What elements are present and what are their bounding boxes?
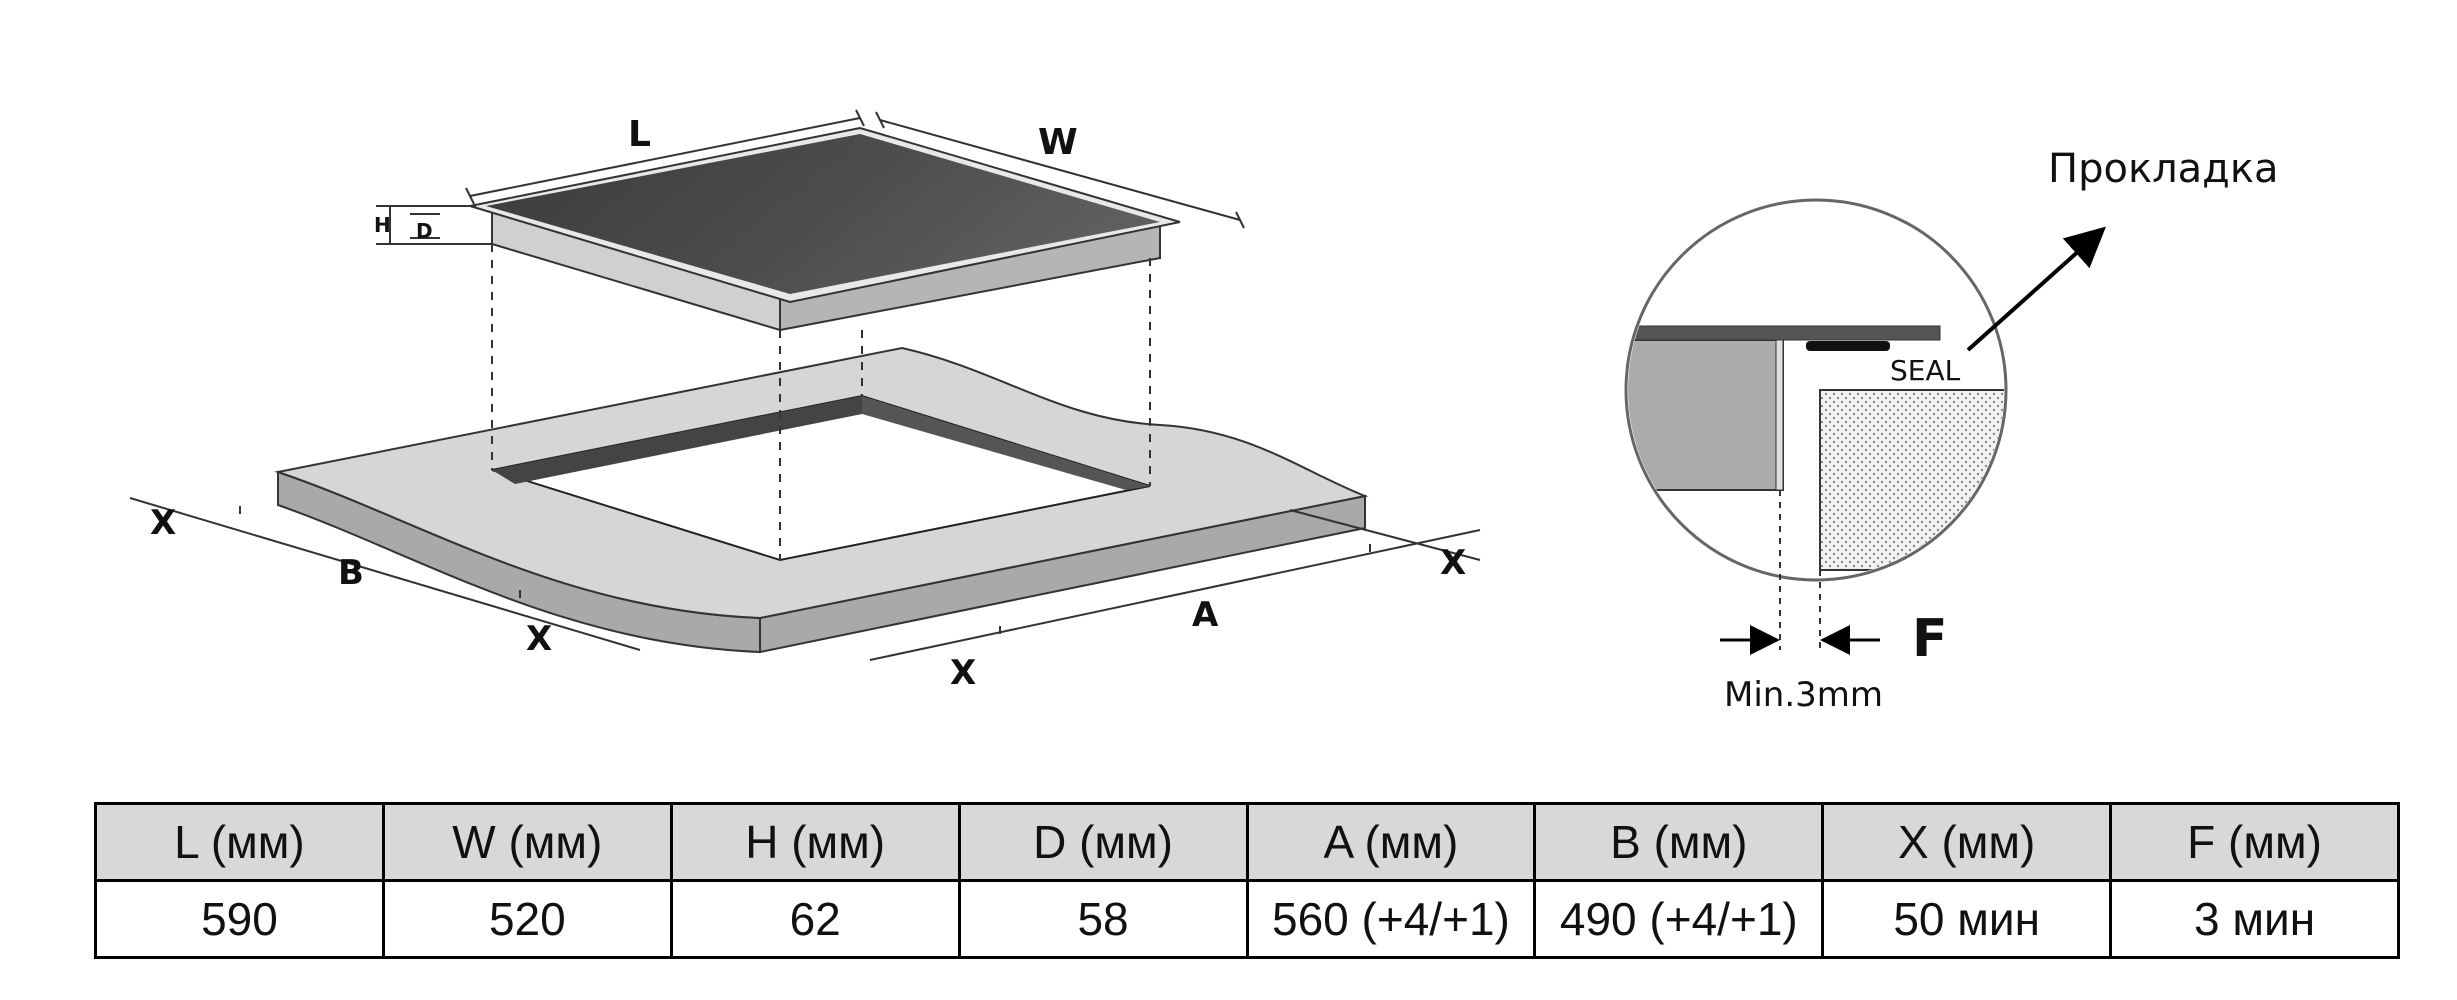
value-L: 590 [94,879,385,959]
countertop [274,346,1369,654]
cooktop-hob [469,126,1181,332]
header-F: F (мм) [2109,802,2400,882]
label-X-front-left: X [526,619,552,659]
label-X-right: X [1440,543,1466,583]
value-H: 62 [669,879,961,959]
label-F: F [1912,609,1948,669]
value-F: 3 мин [2109,879,2400,959]
header-W: W (мм) [381,802,673,882]
header-A: A (мм) [1245,802,1537,882]
label-X-front-right: X [950,653,976,693]
table-row: 590 520 62 58 560 (+4/+1) 490 (+4/+1) 50… [94,879,2400,959]
table-header-row: L (мм) W (мм) H (мм) D (мм) A (мм) B (мм… [94,802,2400,882]
dimensions-table: L (мм) W (мм) H (мм) D (мм) A (мм) B (мм… [94,802,2400,959]
installation-diagram: L W H D X B X X A X SEAL Прокладка F Min [129,109,2279,715]
value-D: 58 [957,879,1249,959]
header-D: D (мм) [957,802,1249,882]
value-A: 560 (+4/+1) [1245,879,1537,959]
label-W: W [1038,122,1078,163]
label-B: B [338,553,364,593]
label-A: A [1192,595,1219,635]
value-B: 490 (+4/+1) [1533,879,1825,959]
label-seal: SEAL [1890,354,1961,387]
dimension-lines-top [376,109,1245,245]
dimension-lines-bottom [129,497,1481,661]
label-min-gap: Min.3mm [1724,675,1883,715]
header-H: H (мм) [669,802,961,882]
header-B: B (мм) [1533,802,1825,882]
value-W: 520 [381,879,673,959]
projection-lines [491,244,1151,560]
seal-detail [1624,198,2106,655]
label-H: H [374,213,391,237]
header-L: L (мм) [94,802,385,882]
label-D: D [416,219,433,243]
label-L: L [628,114,651,155]
label-X-left: X [150,503,176,543]
value-X: 50 мин [1821,879,2113,959]
label-gasket: Прокладка [2048,146,2279,192]
header-X: X (мм) [1821,802,2113,882]
